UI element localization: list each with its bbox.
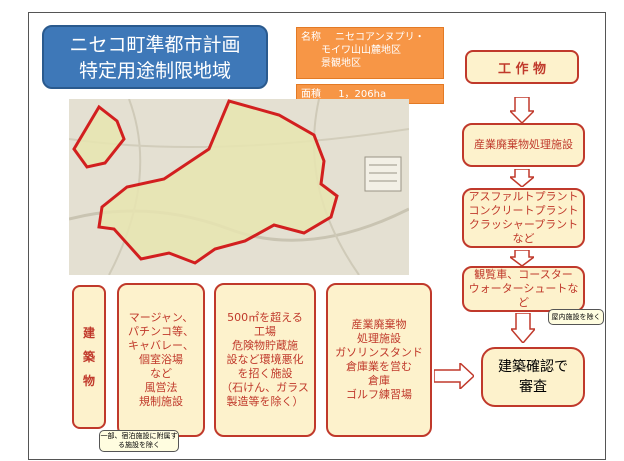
right-arrow-icon [434,363,474,389]
map-graphic [69,99,409,275]
area-value: 1，206ha [338,89,387,100]
structure-item-2: アスファルトプラント コンクリートプラント クラッシャープラントなど [462,188,585,248]
building-item-2: 500㎡を超える 工場 危険物貯蔵施 設など環境悪化 を招く施設 （石けん、ガラ… [214,283,316,437]
building-item-1: マージャン、 パチンコ等、 キャバレー、 個室浴場 など 風営法 規制施設 [117,283,205,437]
structure-item-3: 観覧車、コースター ウォーターシュートなど [462,266,585,312]
structure-item-1: 産業廃棄物処理施設 [462,123,585,167]
area-key: 面積 [301,89,321,100]
building-confirmation-box: 建築確認で 審査 [481,347,585,407]
name-value-2: モイワ山山麓地区 [321,45,401,56]
down-arrow-icon [511,313,535,343]
title-line-1: ニセコ町準都市計画 [69,34,241,56]
district-boundary-north [72,104,126,169]
name-key: 名称 [301,32,321,43]
district-name-box: 名称 ニセコアンヌプリ・ モイワ山山麓地区 景観地区 [296,27,444,79]
down-arrow-icon [510,97,534,123]
buildings-heading: 建 築 物 [72,285,106,429]
name-value-1: ニセコアンヌプリ・ [335,32,425,43]
title-line-2: 特定用途制限地域 [78,60,231,82]
district-boundary-main [97,99,339,265]
buildings-note: 一部、宿泊施設に附属する施設を除く [99,430,179,452]
down-arrow-icon [510,250,534,266]
structures-heading: 工 作 物 [465,50,579,84]
structures-note: 屋内施設を除く [548,309,604,325]
building-item-3: 産業廃棄物 処理施設 ガソリンスタンド 倉庫業を営む 倉庫 ゴルフ練習場 [326,283,432,437]
page-title: ニセコ町準都市計画 特定用途制限地域 [42,25,268,89]
name-value-3: 景観地区 [321,58,361,69]
slide: ニセコ町準都市計画 特定用途制限地域 名称 ニセコアンヌプリ・ モイワ山山麓地区… [28,12,606,460]
district-map [69,99,409,275]
down-arrow-icon [510,169,534,187]
